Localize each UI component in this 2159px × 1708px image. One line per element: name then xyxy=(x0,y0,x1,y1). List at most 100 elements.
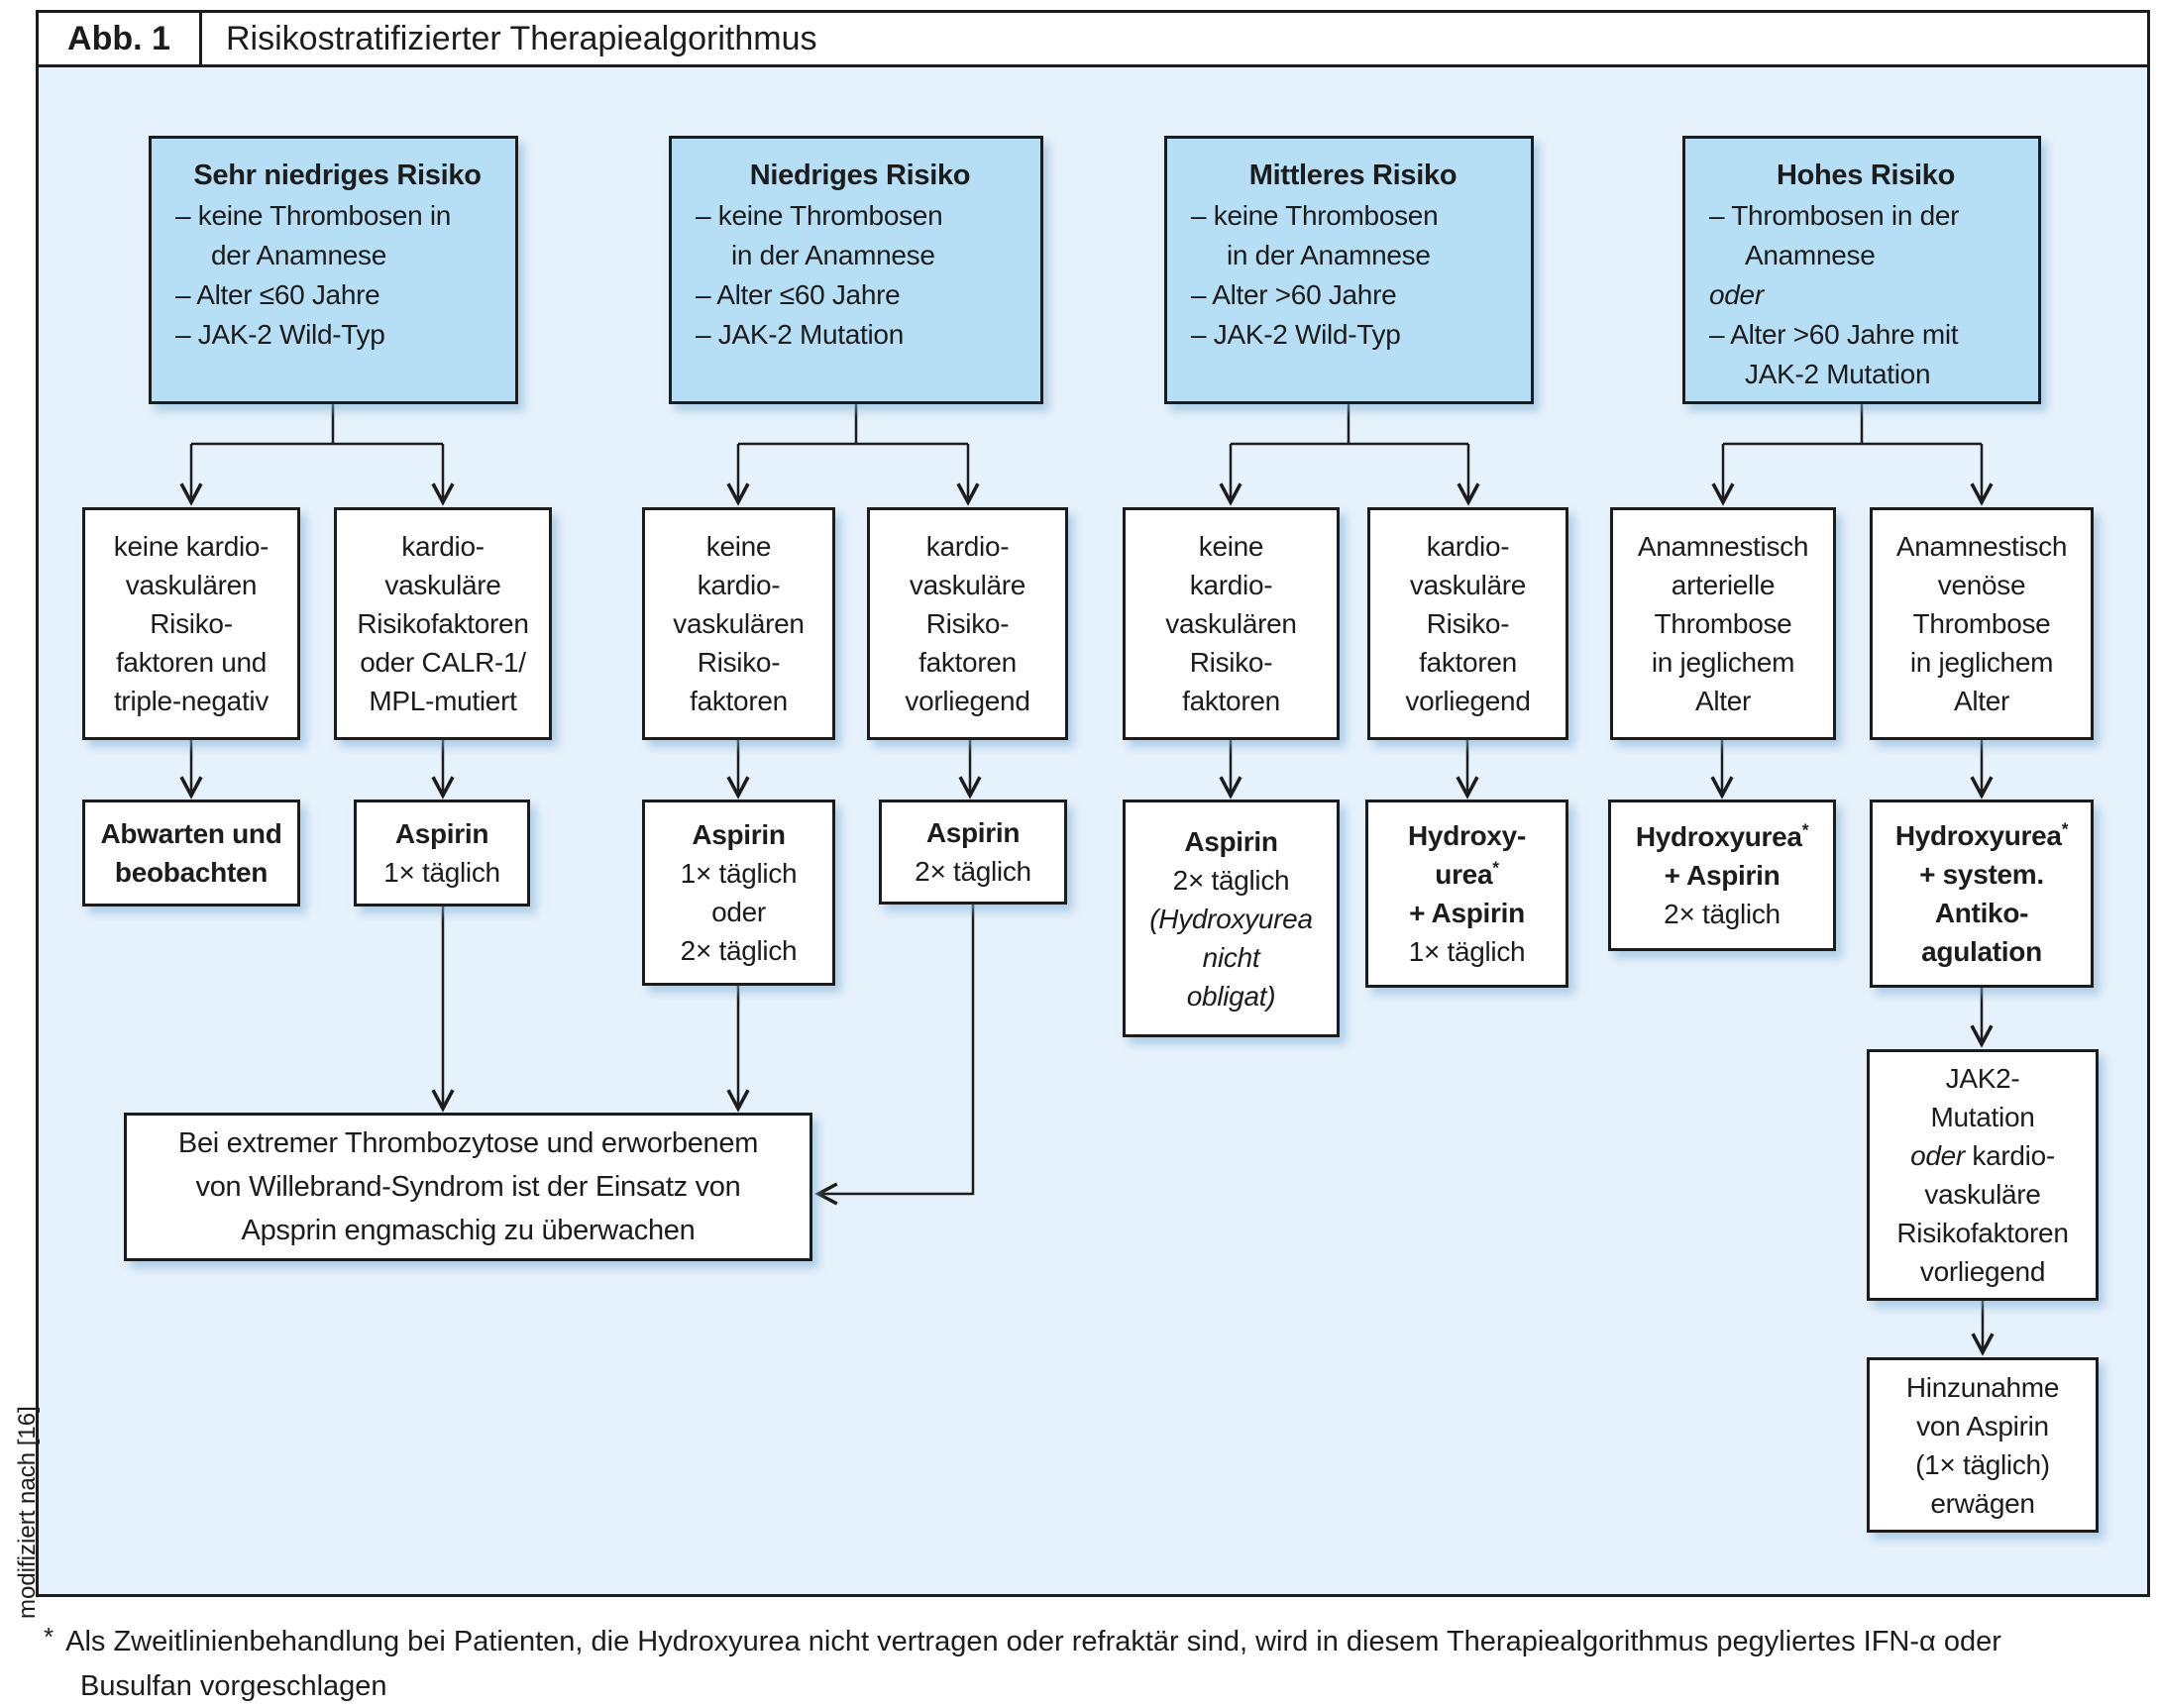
text-line: 1× täglich xyxy=(383,857,500,888)
cond-cv-risk-present-low: kardio- vaskuläre Risiko- faktoren vorli… xyxy=(867,507,1068,740)
text-line: Anamnese xyxy=(1745,240,1876,270)
text-line: + system. xyxy=(1919,859,2044,890)
text-line: von Willebrand-Syndrom ist der Einsatz v… xyxy=(195,1171,741,1203)
text-line: vaskuläre xyxy=(384,570,501,600)
text-line: – Thrombosen in der xyxy=(1709,200,1960,231)
risk-group-title: Sehr niedriges Risiko xyxy=(193,160,482,191)
text-line: 1× täglich xyxy=(680,858,798,889)
text-line: Risikofaktoren xyxy=(357,608,529,639)
text-line: Anamnestisch xyxy=(1637,531,1809,562)
text-line: keine kardio- xyxy=(113,531,270,562)
text-line: Alter xyxy=(1953,686,2010,716)
text-line: Aspirin xyxy=(394,818,489,849)
note-willebrand-monitoring: Bei extremer Thrombozytose und erworbene… xyxy=(124,1113,812,1261)
text-line: Risiko- xyxy=(1189,647,1273,678)
text-line: nicht xyxy=(1202,941,1260,973)
footnote-line: Busulfan vorgeschlagen xyxy=(80,1670,387,1702)
text-line: Hydroxyurea* xyxy=(1635,819,1809,852)
text-line: Aspirin xyxy=(692,819,786,850)
text-line: in jeglichem xyxy=(1651,647,1795,678)
text-line: faktoren xyxy=(1419,647,1517,678)
text-line: – Alter >60 Jahre xyxy=(1191,279,1397,310)
footnote-asterisk: * xyxy=(2061,818,2069,839)
text-line: agulation xyxy=(1921,936,2042,967)
text-line: oder xyxy=(1709,279,1764,310)
risk-group-low: Niedriges Risiko – keine Thrombosen in d… xyxy=(669,136,1043,404)
text-line: Risiko- xyxy=(150,608,233,639)
text-line: Anamnestisch xyxy=(1895,531,2068,562)
text-line: vorliegend xyxy=(1919,1256,2046,1287)
text-line: Hydroxy- xyxy=(1408,820,1526,851)
text-line: der Anamnese xyxy=(211,240,386,270)
text-line: – JAK-2 Wild-Typ xyxy=(175,319,385,350)
text-line: – keine Thrombosen xyxy=(696,200,943,231)
text-line: – Alter ≤60 Jahre xyxy=(175,279,380,310)
text-line: Risikofaktoren xyxy=(1896,1218,2069,1248)
text-line: vaskulären xyxy=(1165,608,1297,639)
figure-title: Risikostratifizierter Therapiealgorithmu… xyxy=(226,19,817,57)
text-line: (1× täglich) xyxy=(1915,1448,2050,1480)
footnote-asterisk: * xyxy=(1492,857,1499,878)
text-line: MPL-mutiert xyxy=(369,686,517,716)
text-line: Apsprin engmaschig zu überwachen xyxy=(241,1215,696,1246)
text-line: – Alter >60 Jahre mit xyxy=(1709,319,1959,350)
treat-aspirin-1x-or-2x: Aspirin 1× täglich oder 2× täglich xyxy=(642,800,835,986)
figure-label: Abb. 1 xyxy=(39,13,202,64)
text-line: Aspirin xyxy=(1184,825,1278,857)
text-line: vaskuläre xyxy=(909,570,1026,600)
text-line: faktoren xyxy=(690,686,788,716)
treat-aspirin-2x: Aspirin 2× täglich xyxy=(879,800,1067,905)
cond-jak2-or-cv-risk: JAK2- Mutation oder kardio- vaskuläre Ri… xyxy=(1867,1049,2099,1301)
risk-group-title: Mittleres Risiko xyxy=(1248,160,1457,191)
text-line: beobachten xyxy=(114,857,269,888)
figure-titlebar: Abb. 1 Risikostratifizierter Therapiealg… xyxy=(39,13,2147,67)
risk-group-high: Hohes Risiko – Thrombosen in der Anamnes… xyxy=(1682,136,2041,404)
text-line: keine xyxy=(705,531,772,562)
text-line: vorliegend xyxy=(905,686,1030,716)
text-line: in der Anamnese xyxy=(731,240,935,270)
text-line: keine xyxy=(1198,531,1264,562)
text-line: obligat) xyxy=(1186,980,1276,1012)
footnote-line: Als Zweitlinienbehandlung bei Patienten,… xyxy=(65,1626,2001,1657)
text-line: in jeglichem xyxy=(1909,647,2054,678)
text-line: kardio- xyxy=(1426,531,1510,562)
text-line: kardio- xyxy=(401,531,485,562)
text-line: vorliegend xyxy=(1405,686,1531,716)
text-line: + Aspirin xyxy=(1664,860,1781,891)
text-line: vaskulären xyxy=(125,570,258,600)
text-line: in der Anamnese xyxy=(1227,240,1431,270)
text-line: Risiko- xyxy=(697,647,781,678)
text-line: Mutation xyxy=(1930,1102,2035,1132)
source-note: modifiziert nach [16] xyxy=(14,1406,41,1619)
text-line: Risiko- xyxy=(925,608,1010,639)
text-line: erwägen xyxy=(1930,1487,2035,1519)
text-line: kardio- xyxy=(1189,570,1273,600)
text-line: 2× täglich xyxy=(1172,864,1290,896)
treat-aspirin-1x: Aspirin 1× täglich xyxy=(354,800,530,907)
text-line: vaskuläre xyxy=(1409,570,1527,600)
text-line: Antiko- xyxy=(1934,898,2029,928)
text-line: – JAK-2 Mutation xyxy=(696,319,904,350)
text-line: Aspirin xyxy=(925,817,1021,848)
text-line: – Alter ≤60 Jahre xyxy=(696,279,901,310)
text-line: (Hydroxyurea xyxy=(1149,903,1313,934)
text-line: 1× täglich xyxy=(1408,936,1526,967)
text-line: vaskuläre xyxy=(1924,1179,2041,1210)
text-line: triple-negativ xyxy=(113,686,270,716)
text-line: urea* xyxy=(1435,857,1499,890)
text-line: JAK-2 Mutation xyxy=(1745,359,1931,389)
treat-aspirin-2x-hydroxyurea-optional: Aspirin 2× täglich (Hydroxyurea nicht ob… xyxy=(1123,800,1340,1037)
cond-cv-risk-or-calr-mpl: kardio- vaskuläre Risikofaktoren oder CA… xyxy=(334,507,552,740)
text-line: – keine Thrombosen xyxy=(1191,200,1439,231)
cond-venous-thrombosis-history: Anamnestisch venöse Thrombose in jeglich… xyxy=(1870,507,2094,740)
risk-group-title: Hohes Risiko xyxy=(1776,160,1956,191)
text-line: oder kardio- xyxy=(1910,1140,2055,1171)
text-line: oder xyxy=(711,897,766,927)
text-line: Abwarten und xyxy=(100,818,282,849)
text-line: 2× täglich xyxy=(1664,899,1781,929)
treat-watch-and-wait: Abwarten und beobachten xyxy=(82,800,300,907)
text-line: Thrombose xyxy=(1654,608,1792,639)
text-line: Bei extremer Thrombozytose und erworbene… xyxy=(177,1127,759,1159)
text-line: – keine Thrombosen in xyxy=(175,200,452,231)
